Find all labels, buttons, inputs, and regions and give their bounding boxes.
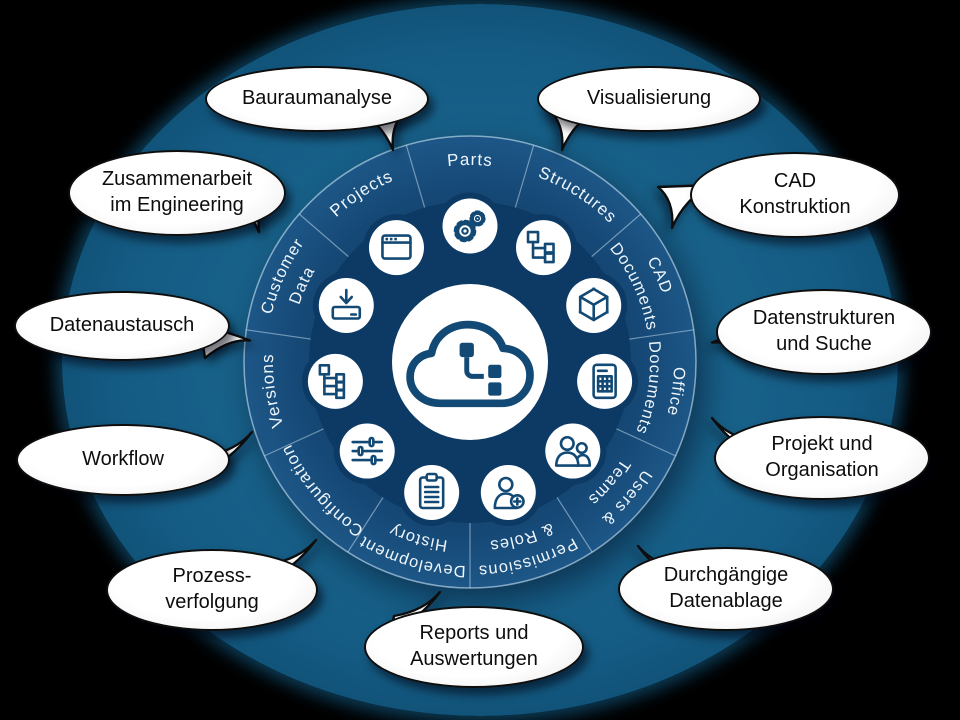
callout-reports: Reports und Auswertungen <box>364 606 584 688</box>
import-icon <box>331 288 362 320</box>
wheel-rim <box>243 135 697 589</box>
sliders-icon <box>351 436 384 466</box>
tree-icon <box>526 230 555 264</box>
callout-cad-konstruktion: CAD Konstruktion <box>690 152 900 238</box>
callout-text: Auswertungen <box>410 648 538 670</box>
callout-datenaustausch: Datenaustausch <box>14 291 230 361</box>
callout-text: Workflow <box>82 448 164 471</box>
callout-visualisierung: Visualisierung <box>537 66 761 132</box>
callout-text: im Engineering <box>110 194 244 216</box>
icon-badge <box>318 278 374 334</box>
callout-text: Organisation <box>765 459 879 481</box>
callout-text: verfolgung <box>165 591 259 613</box>
cube-icon <box>578 287 609 322</box>
icon-badge <box>368 220 424 276</box>
callout-prozessverfolgung: Prozess- verfolgung <box>106 549 318 631</box>
users-icon <box>554 435 592 467</box>
segment-label: Parts <box>446 150 493 170</box>
version-tree-icon <box>318 364 346 400</box>
callout-text: CAD <box>773 170 817 193</box>
cloud-tree-logo <box>406 320 534 408</box>
callout-text: Durchgängige <box>663 564 789 587</box>
window-icon <box>381 234 412 260</box>
callout-datenablage: Durchgängige Datenablage <box>618 547 834 631</box>
icon-badge <box>545 423 601 479</box>
document-grid-icon <box>592 363 617 400</box>
callout-text: Projekt und <box>771 433 873 456</box>
clipboard-icon <box>418 472 445 510</box>
callout-text: Datenablage <box>669 590 783 612</box>
callout-text: Prozess- <box>172 565 252 588</box>
callout-text: Visualisierung <box>586 87 712 110</box>
callout-bauraumanalyse: Bauraumanalyse <box>205 66 429 132</box>
callout-text: Konstruktion <box>739 196 851 218</box>
callout-zusammenarbeit: Zusammenarbeit im Engineering <box>68 150 286 236</box>
callout-text: Zusammenarbeit <box>101 168 253 191</box>
callout-workflow: Workflow <box>16 424 230 496</box>
callout-datenstrukturen: Datenstrukturen und Suche <box>716 289 932 375</box>
callout-text: Datenaustausch <box>49 314 195 337</box>
callout-text: Bauraumanalyse <box>241 87 393 110</box>
gears-icon <box>453 210 486 243</box>
callout-projekt-organisation: Projekt und Organisation <box>714 416 930 500</box>
callout-text: Reports und <box>419 622 529 645</box>
user-add-icon <box>493 476 525 510</box>
callout-text: Datenstrukturen <box>752 307 896 330</box>
callout-text: und Suche <box>776 333 872 355</box>
